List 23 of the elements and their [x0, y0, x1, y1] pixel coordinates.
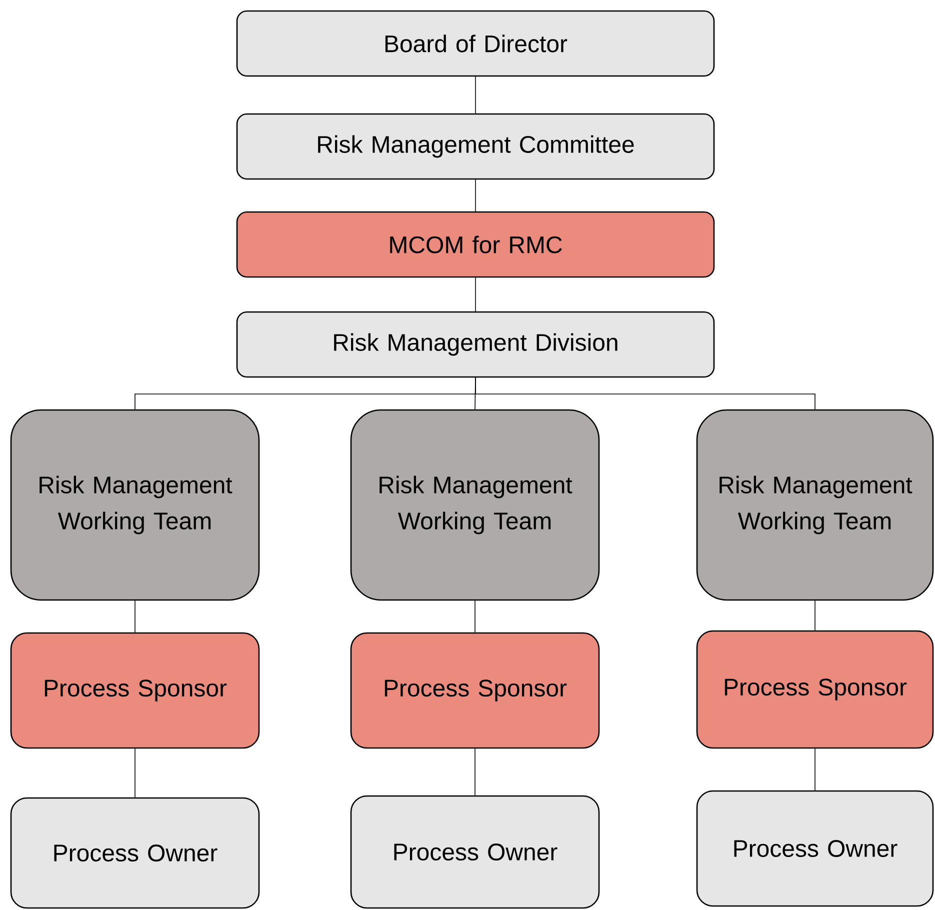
connector-line — [475, 277, 476, 312]
role-box: Process Sponsor — [350, 632, 600, 749]
connector-line — [475, 76, 476, 114]
connector-line — [134, 748, 136, 798]
connector-line — [475, 179, 476, 212]
role-box: Process Owner — [10, 797, 260, 909]
role-box: Process Sponsor — [10, 632, 260, 749]
connector-line — [474, 600, 476, 633]
org-box: MCOM for RMC — [236, 211, 715, 278]
org-box: Risk Management Committee — [236, 113, 715, 180]
connector-line — [814, 748, 816, 791]
team-box: Risk Management Working Team — [10, 409, 260, 601]
org-box: Board of Director — [236, 10, 715, 77]
team-box: Risk Management Working Team — [350, 409, 600, 601]
role-box: Process Owner — [350, 795, 600, 909]
connector-line — [474, 748, 476, 796]
connector-line — [134, 600, 136, 633]
role-box: Process Sponsor — [696, 630, 934, 749]
connector-line — [814, 600, 816, 631]
team-box: Risk Management Working Team — [696, 409, 934, 601]
role-box: Process Owner — [696, 790, 934, 907]
connector-line — [475, 377, 816, 410]
org-box: Risk Management Division — [236, 311, 715, 378]
